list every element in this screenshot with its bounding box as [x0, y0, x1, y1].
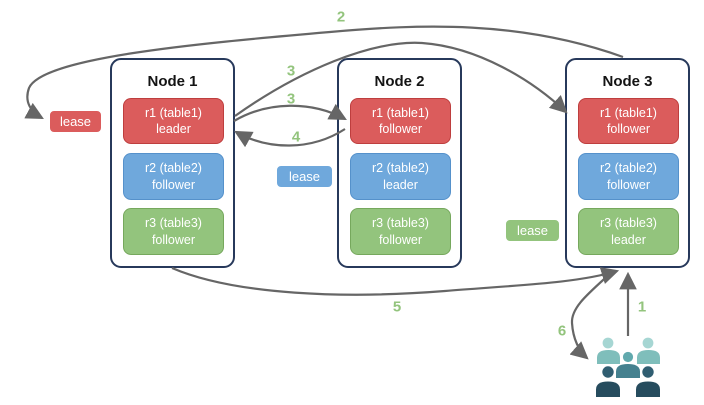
node-3-replica-r1: r1 (table1) follower — [578, 98, 679, 144]
node-3-replica-r2: r2 (table2) follower — [578, 153, 679, 200]
replica-name: r1 (table1) — [372, 105, 429, 120]
replica-name: r3 (table3) — [145, 216, 202, 231]
step-label-5: 5 — [392, 298, 402, 316]
replica-role: leader — [156, 122, 191, 136]
arrow-step3-node1-to-node2 — [233, 103, 347, 122]
replica-name: r1 (table1) — [145, 105, 202, 120]
replica-name: r2 (table2) — [372, 161, 429, 176]
replica-name: r2 (table2) — [600, 161, 657, 176]
replica-name: r1 (table1) — [600, 105, 657, 120]
users-group-icon — [596, 337, 660, 397]
node-3-box: Node 3 r1 (table1) follower r2 (table2) … — [565, 58, 690, 268]
arrow-step4-node2-to-node1 — [234, 128, 346, 148]
arrow-step6-node3-to-users — [569, 270, 614, 360]
node-1-title: Node 1 — [147, 73, 198, 90]
replica-role: follower — [378, 122, 423, 136]
node-1-replica-r2: r2 (table2) follower — [123, 153, 224, 200]
replica-role: leader — [611, 232, 646, 247]
step-label-4: 4 — [291, 128, 301, 146]
node-2-replica-r3: r3 (table3) follower — [350, 208, 451, 255]
arrow-step3-node1-to-node3 — [234, 41, 568, 117]
step-label-6: 6 — [557, 322, 567, 340]
replica-role: follower — [378, 232, 423, 247]
node-2-replica-r1: r1 (table1) follower — [350, 98, 451, 144]
node-1-replica-r3: r3 (table3) follower — [123, 208, 224, 255]
replica-name: r3 (table3) — [600, 216, 657, 231]
step-label-2: 2 — [336, 8, 346, 26]
replica-name: r3 (table3) — [372, 216, 429, 231]
node-2-replica-r2: r2 (table2) leader — [350, 153, 451, 200]
node-1-replica-r1: r1 (table1) leader — [123, 98, 224, 144]
replica-name: r2 (table2) — [145, 161, 202, 176]
node-3-title: Node 3 — [602, 73, 653, 90]
step-label-1: 1 — [637, 298, 647, 316]
node-3-replica-r3: r3 (table3) leader — [578, 208, 679, 255]
arrow-step5-node1-to-node3 — [171, 266, 620, 296]
node-1-box: Node 1 r1 (table1) leader r2 (table2) fo… — [110, 58, 235, 268]
lease-tag-r1: lease — [49, 110, 102, 133]
replica-role: follower — [151, 232, 196, 247]
replica-role: follower — [606, 122, 651, 136]
replica-role: leader — [383, 177, 418, 192]
arrow-step2-node3-to-lease — [24, 25, 624, 120]
lease-tag-r3: lease — [505, 219, 560, 242]
replica-role: follower — [606, 177, 651, 192]
replica-role: follower — [151, 177, 196, 192]
step-label-3b: 3 — [286, 90, 296, 108]
node-2-title: Node 2 — [374, 73, 425, 90]
step-label-3a: 3 — [286, 62, 296, 80]
node-2-box: Node 2 r1 (table1) follower r2 (table2) … — [337, 58, 462, 268]
lease-tag-r2: lease — [276, 165, 333, 188]
